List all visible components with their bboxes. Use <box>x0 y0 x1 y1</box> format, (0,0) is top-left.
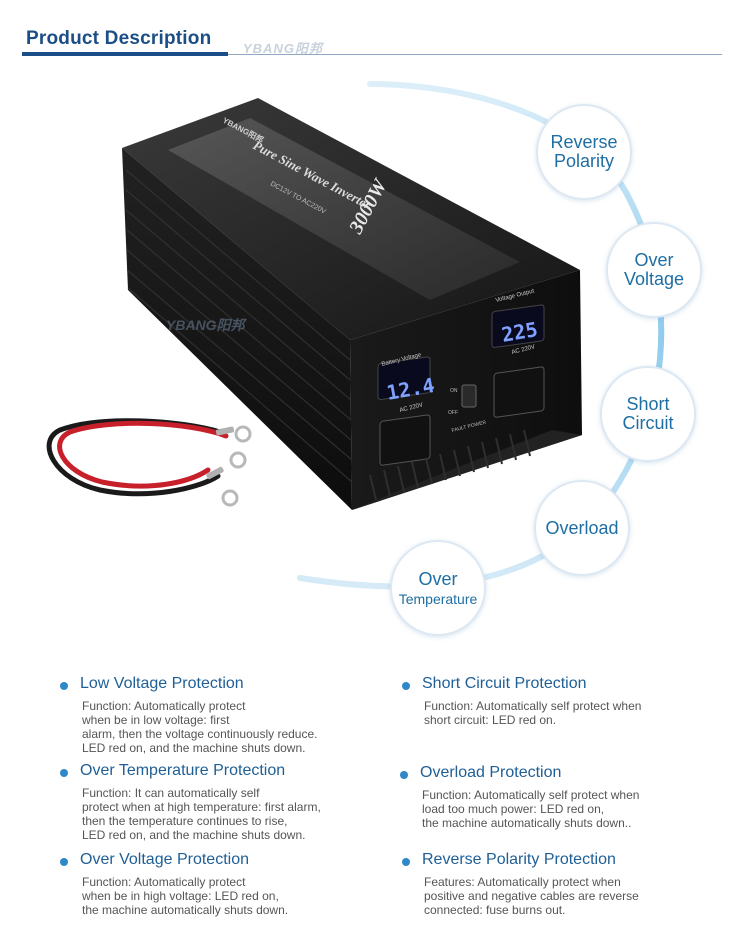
bubble-reverse-polarity: Reverse Polarity <box>536 104 632 200</box>
feature-description: Function: It can automatically self prot… <box>82 786 321 842</box>
feature-title: Over Voltage Protection <box>80 851 249 868</box>
bubble-over-voltage: Over Voltage <box>606 222 702 318</box>
bullet-dot <box>60 858 68 866</box>
bullet-dot <box>400 771 408 779</box>
feature-title: Low Voltage Protection <box>80 675 244 692</box>
switch-on-label: ON <box>450 388 458 394</box>
socket-label-left: AC 220V <box>399 402 424 414</box>
switch-off-label: OFF <box>448 410 458 416</box>
bubble-over-temperature: Over Temperature <box>390 540 486 636</box>
feature-title: Short Circuit Protection <box>422 675 587 692</box>
feature-description: Function: Automatically self protect whe… <box>422 788 640 830</box>
bullet-dot <box>60 682 68 690</box>
bullet-dot <box>402 682 410 690</box>
battery-cables-image <box>46 418 252 507</box>
bubble-overload: Overload <box>534 480 630 576</box>
header-watermark: YBANG阳邦 <box>243 41 323 56</box>
feature-description: Function: Automatically self protect whe… <box>424 699 642 727</box>
feature-description: Function: Automatically protect when be … <box>82 875 289 917</box>
header-divider <box>228 54 722 55</box>
bullet-dot <box>402 858 410 866</box>
feature-title: Overload Protection <box>420 764 562 781</box>
bubble-short-circuit: Short Circuit <box>600 366 696 462</box>
bullet-dot <box>60 769 68 777</box>
feature-description: Features: Automatically protect when pos… <box>424 875 639 917</box>
feature-description: Function: Automatically protect when be … <box>82 699 318 755</box>
page-title: Product Description <box>26 28 212 49</box>
feature-title: Reverse Polarity Protection <box>422 851 616 868</box>
side-watermark: YBANG阳邦 <box>166 317 248 333</box>
socket-label-right: AC 220V <box>511 344 536 356</box>
feature-title: Over Temperature Protection <box>80 762 286 779</box>
title-underline <box>22 52 228 56</box>
inverter-image: YBANG阳邦 Pure Sine Wave Inverter DC12V TO… <box>122 98 582 510</box>
